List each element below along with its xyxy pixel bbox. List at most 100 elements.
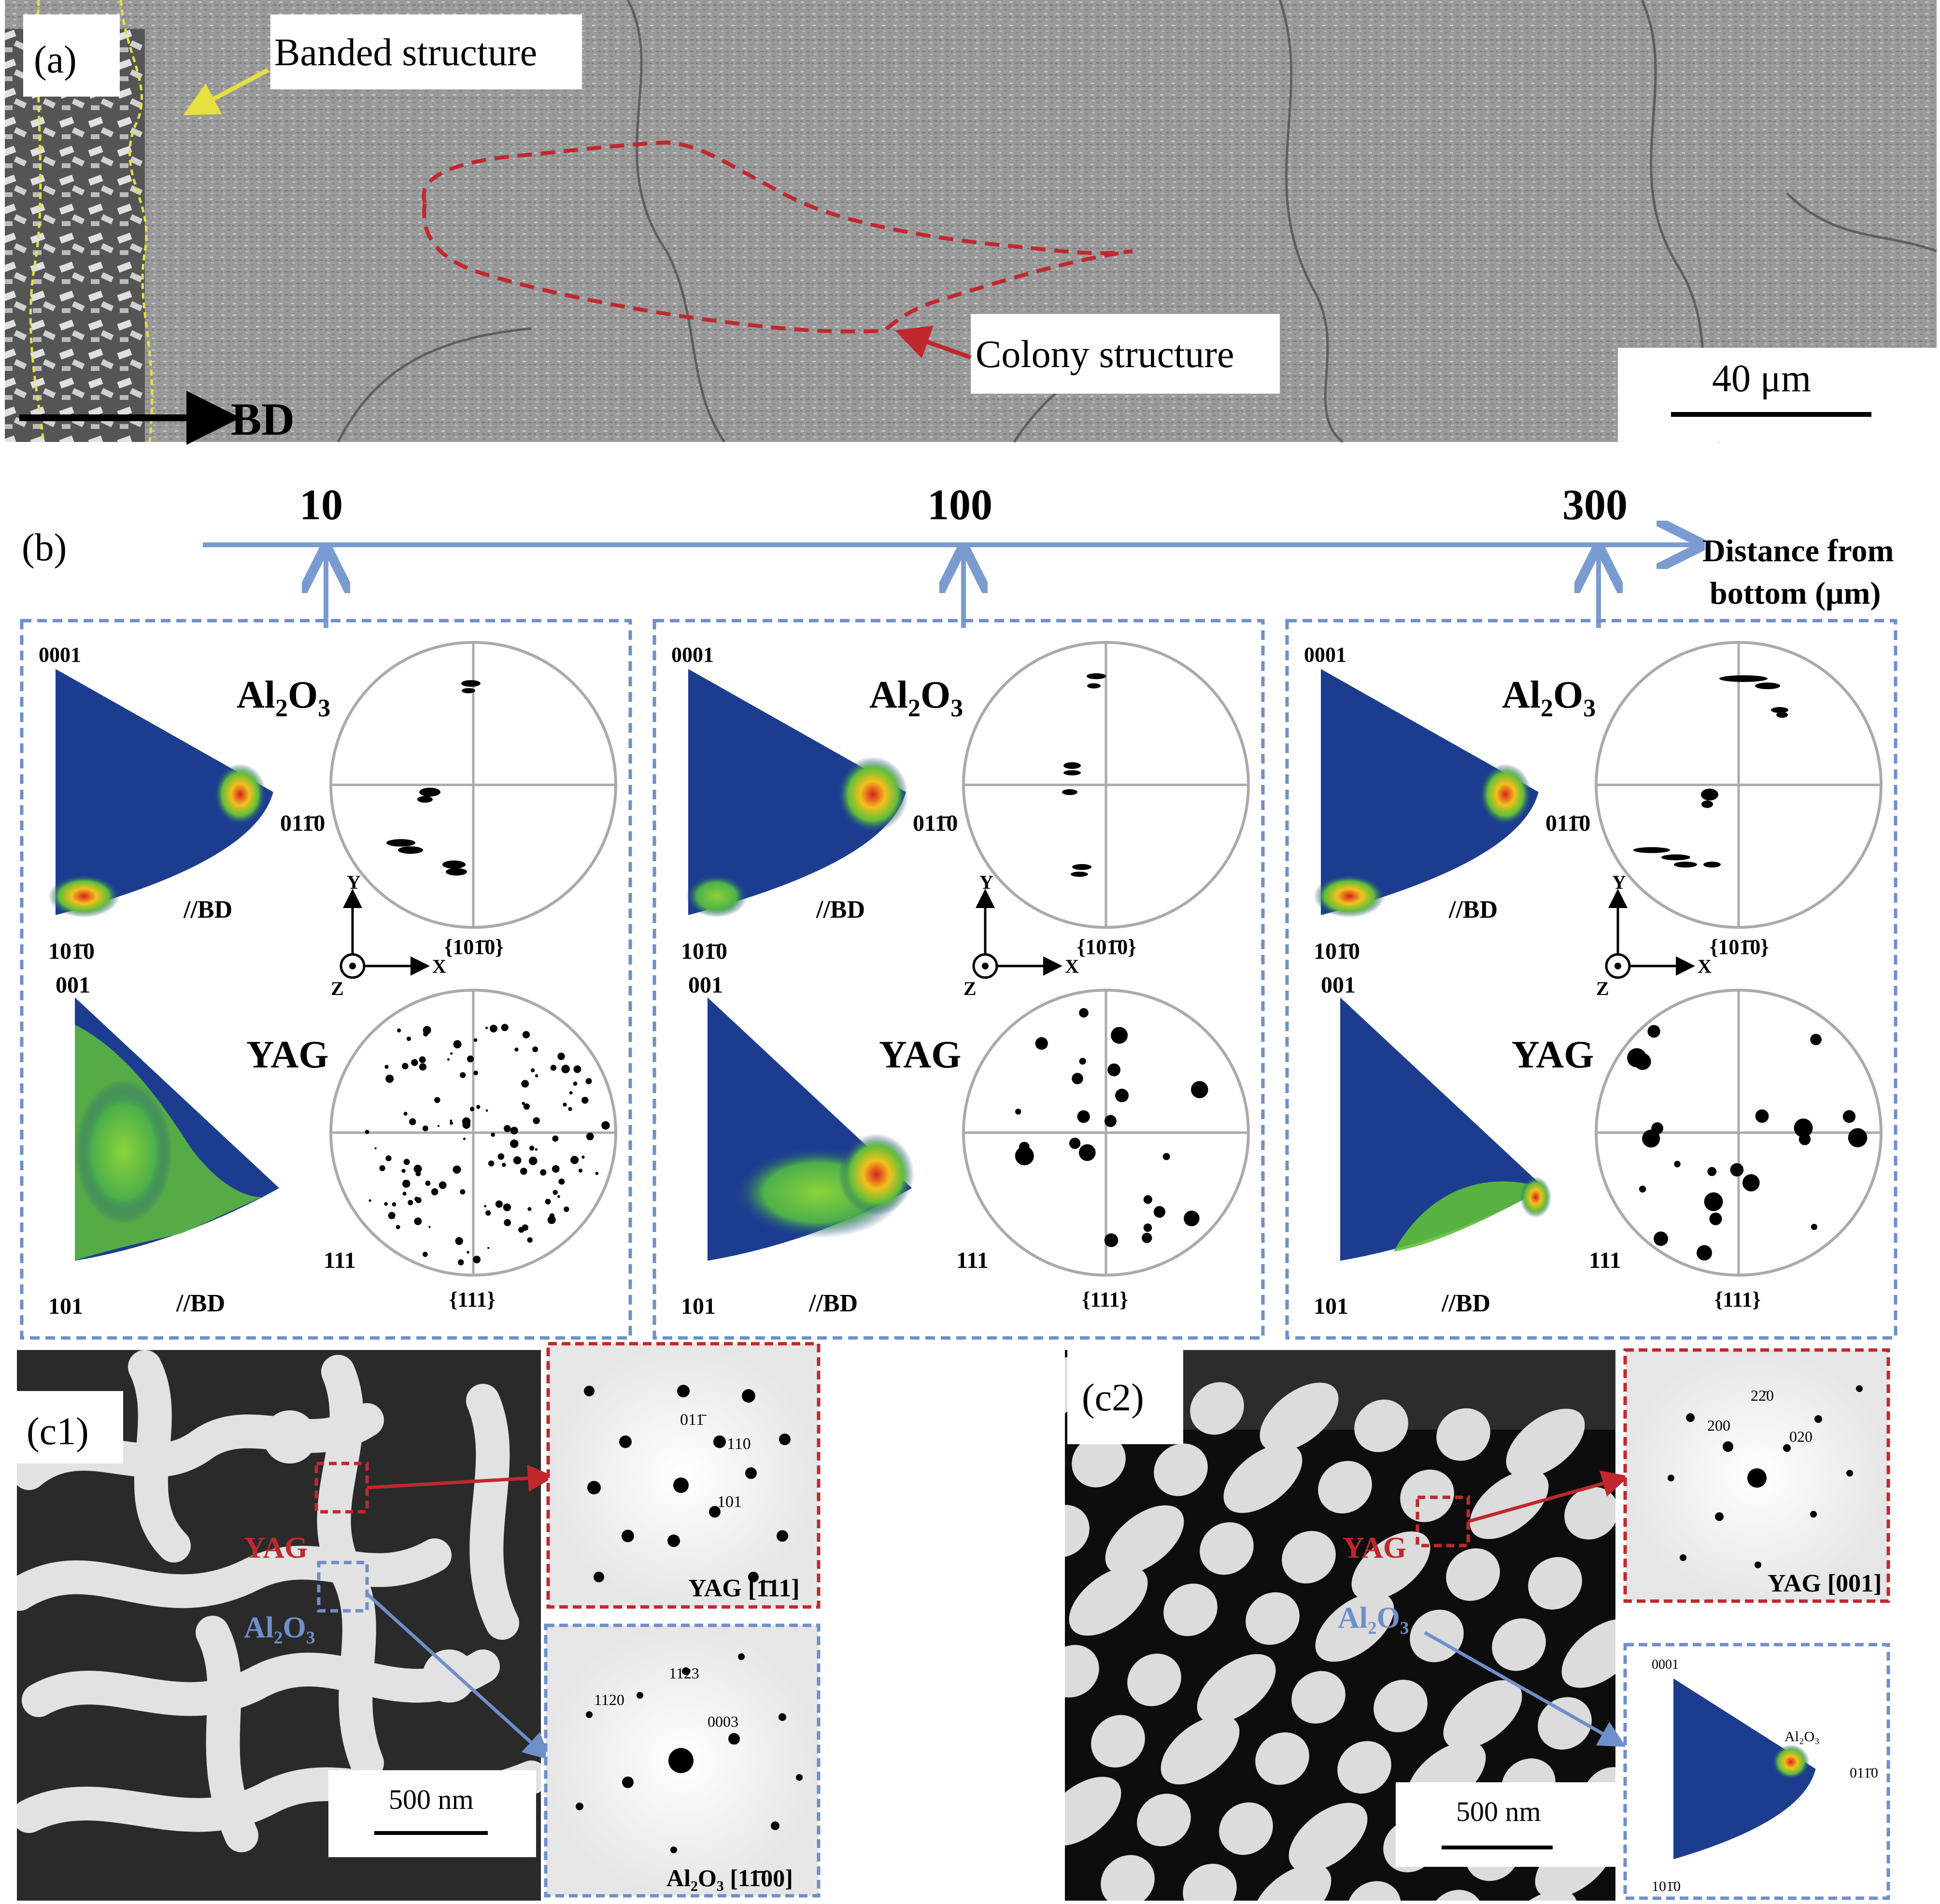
banded-label-box — [270, 14, 582, 89]
axis-x-label: X — [432, 955, 446, 977]
al2o3-phase-label: Al2O3 — [237, 674, 330, 722]
colony-label-box — [971, 314, 1280, 394]
banded-structure-label: Banded structure — [274, 31, 537, 74]
ipf-cubic-right-label: 111 — [1589, 1248, 1621, 1273]
pf-cubic-label: {111} — [1714, 1288, 1761, 1311]
c2-rod — [1105, 1505, 1184, 1575]
c1-scale-box — [328, 1770, 536, 1857]
bd-label: BD — [231, 394, 295, 445]
c2-rod — [1400, 1469, 1454, 1522]
c2-rod — [1065, 1505, 1090, 1558]
ipf-hex-top-label: 0001 — [671, 643, 714, 667]
ipf-cubic-bottom-label: 101 — [681, 1293, 716, 1319]
ipf-hex-right-label: 011̄0 — [280, 810, 325, 836]
c1-saed-al-spot-2: 1120 — [594, 1691, 624, 1708]
al2o3-pole-figure — [1595, 641, 1883, 929]
c1-saed-al-spot-1: 1123 — [669, 1664, 699, 1682]
c2-saed-yag-caption: YAG [001] — [1768, 1570, 1882, 1597]
c2-scale-label: 500 nm — [1456, 1796, 1541, 1827]
c2-rod — [1065, 1645, 1099, 1698]
c2-rod — [1470, 1470, 1549, 1539]
grain-boundaries — [337, 0, 1937, 443]
c2-rod — [1091, 1715, 1145, 1768]
xyz-axes: YXZ — [1596, 871, 1712, 999]
ipf-cubic-bottom-label: 101 — [48, 1293, 83, 1319]
ipf-cubic-right-label: 111 — [956, 1248, 989, 1273]
pf-hex-label: {101̄0} — [1077, 935, 1136, 959]
al2o3-ipf-triangle — [48, 669, 273, 918]
panel-a: (a) Banded structure Colony structure BD… — [5, 0, 1937, 445]
c2-ipf-triangle — [1673, 1678, 1816, 1860]
c1-al2o3-tag: Al₂O₃ — [244, 1611, 315, 1644]
yag-pole-figure — [962, 989, 1250, 1277]
c2-rod — [1065, 1776, 1121, 1846]
panel-c2-label: (c2) — [1082, 1377, 1144, 1419]
c2-rod — [1252, 1864, 1331, 1901]
c2-yag-marker — [1416, 1495, 1470, 1548]
c2-saed-yag-spots — [1668, 1385, 1863, 1568]
c1-round-grain — [263, 1410, 316, 1464]
axis-z-label: Z — [963, 978, 977, 999]
c2-rod — [1561, 1619, 1615, 1688]
c2-rod — [1436, 1408, 1490, 1461]
ipf-cubic-top-label: 001 — [56, 972, 90, 998]
c2-rod — [1315, 1592, 1394, 1662]
al2o3-pole-figure — [962, 641, 1250, 929]
c2-rod — [1246, 1592, 1300, 1645]
xyz-axes: YXZ — [331, 871, 446, 999]
yag-pole-figure — [1595, 989, 1883, 1277]
ipf-cubic-top-label: 001 — [688, 972, 723, 998]
c2-rod — [1318, 1461, 1372, 1514]
c1-saed-al-spot-3: 0003 — [708, 1713, 738, 1730]
yag-phase-label: YAG — [246, 1034, 328, 1076]
al2o3-ipf-triangle — [686, 669, 908, 918]
yag-pole-figure — [329, 989, 617, 1277]
tick-300: 300 — [1562, 481, 1628, 529]
c2-yag-arrow — [1468, 1470, 1629, 1523]
ipf-cubic-bd-tag: //BD — [1441, 1290, 1490, 1317]
ipf-hex-right-label: 011̄0 — [913, 810, 958, 836]
c2-rod — [1163, 1583, 1218, 1636]
banded-zone — [5, 29, 145, 442]
c2-ipf-bottom: 101̄0 — [1652, 1878, 1681, 1894]
panel-b: (b) 10 100 300 Distance from bottom (μm)… — [20, 481, 1898, 1340]
c2-rod — [1127, 1653, 1181, 1706]
c1-yag-tag: YAG — [244, 1532, 308, 1564]
pf-hex-label: {101̄0} — [444, 935, 504, 959]
c1-scale-label: 500 nm — [389, 1784, 474, 1815]
ipf-column-10: 0001011̄0101̄0//BD001111101//BDAl2O3YAG{… — [20, 619, 632, 1340]
panel-a-label: (a) — [34, 39, 77, 81]
pf-cubic-label: {111} — [1082, 1288, 1128, 1311]
colony-arrow — [895, 326, 972, 360]
c1-saed-yag-caption: YAG [1̄11] — [688, 1575, 800, 1602]
ipf-hex-bottom-label: 101̄0 — [681, 938, 727, 964]
scale-bar-label: 40 μm — [1712, 357, 1811, 400]
xyz-axes: YXZ — [963, 871, 1079, 999]
c2-saed-spot-3: 020 — [1789, 1428, 1813, 1445]
yag-ipf-triangle — [708, 997, 914, 1261]
al2o3-phase-label: Al2O3 — [1502, 674, 1596, 722]
axis-y-label: Y — [979, 871, 993, 893]
ipf-cubic-bd-tag: //BD — [808, 1290, 858, 1317]
c2-rod — [1260, 1382, 1339, 1452]
ipf-cubic-top-label: 001 — [1321, 972, 1356, 998]
c1-yag-arrow — [367, 1464, 555, 1492]
pf-cubic-label: {111} — [449, 1288, 496, 1311]
tick-10: 10 — [299, 481, 343, 529]
c1-saed-yag-spot-2: 110 — [727, 1435, 751, 1453]
axis-z-label: Z — [331, 978, 344, 999]
ipf-hex-bottom-label: 101̄0 — [48, 938, 95, 964]
al2o3-phase-label: Al2O3 — [869, 674, 963, 722]
ipf-hex-bd-tag: //BD — [816, 896, 865, 924]
axis-title-line2: bottom (μm) — [1710, 576, 1881, 611]
c2-rod — [1347, 1881, 1401, 1901]
c2-label-box — [1067, 1348, 1183, 1444]
axis-title-line1: Distance from — [1702, 533, 1894, 568]
c2-rod — [1137, 1793, 1191, 1847]
c1-lamellae — [17, 1350, 541, 1852]
ipf-cubic-bd-tag: //BD — [176, 1290, 225, 1317]
colony-structure-label: Colony structure — [976, 333, 1234, 376]
c2-rod — [1289, 1803, 1368, 1872]
ipf-hex-bottom-label: 101̄0 — [1314, 938, 1360, 964]
